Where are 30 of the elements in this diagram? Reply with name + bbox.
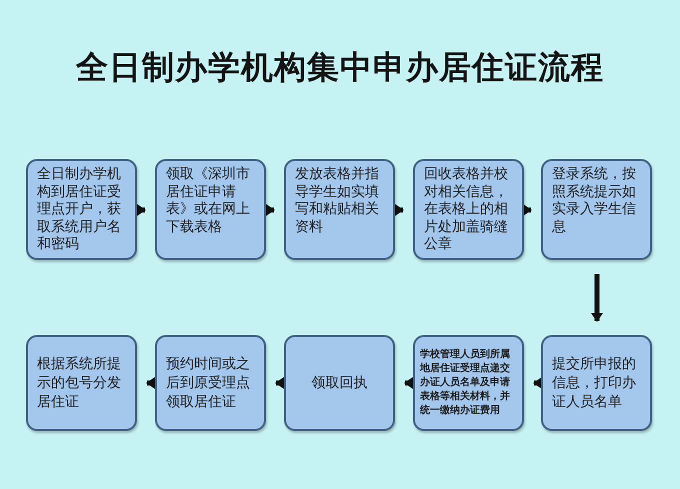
step-text: 提交所申报的信息，打印办证人员名单: [552, 354, 637, 412]
process-box: [155, 159, 266, 260]
process-box: [284, 335, 395, 431]
arrow: [404, 377, 413, 389]
arrow: [395, 204, 404, 216]
arrow: [266, 204, 275, 216]
step-text: 回收表格并校对相关信息，在表格上的相片处加盖骑缝公章: [424, 166, 509, 254]
arrow: [146, 377, 155, 389]
step-text: 预约时间或之后到原受理点领取居住证: [166, 354, 251, 412]
step-text: 领取《深圳市居住证申请表》或在网上下载表格: [166, 166, 251, 236]
title: 全日制办学机构集中申办居住证流程: [76, 47, 604, 87]
arrow: [137, 204, 146, 216]
process-box: [413, 159, 524, 260]
step-text: 领取回执: [312, 374, 368, 392]
arrow: [533, 377, 542, 389]
step-text: 登录系统，按照系统提示如实录入学生信息: [552, 166, 637, 236]
step-text: 根据系统所提示的包号分发居住证: [37, 354, 122, 412]
process-box: [541, 335, 652, 431]
process-box: [26, 335, 137, 431]
arrow: [523, 204, 532, 216]
step-text: 发放表格并指导学生如实填写和粘贴相关资料: [295, 166, 380, 236]
arrow: [275, 377, 284, 389]
process-box: [284, 159, 395, 260]
step-text: 全日制办学机构到居住证受理点开户，获取系统用户名和密码: [37, 166, 122, 254]
process-box: [413, 335, 524, 431]
arrow: [591, 274, 603, 322]
process-box: [155, 335, 266, 431]
step-text: 学校管理人员到所属地居住证受理点递交办证人员名单及申请表格等相关材料，并统一缴纳办证费用: [420, 348, 511, 418]
process-box: [541, 159, 652, 260]
process-box: [26, 159, 137, 260]
